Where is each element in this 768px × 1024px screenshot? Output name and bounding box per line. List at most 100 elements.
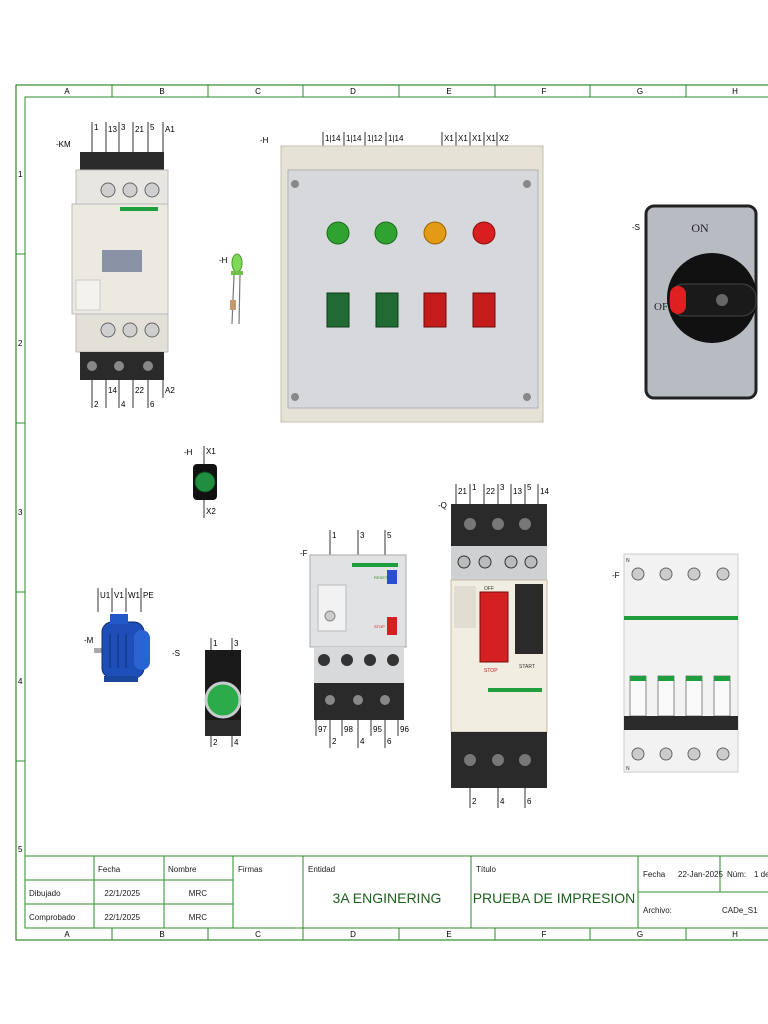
component-tag: -S	[172, 649, 180, 658]
component-tag: -F	[300, 549, 308, 558]
terminal-label: 2	[94, 400, 99, 409]
col-label: H	[732, 87, 738, 96]
terminal-label: 1|14	[325, 134, 341, 143]
terminal-label: 1	[213, 639, 218, 648]
col-label: F	[542, 87, 547, 96]
row-label: 4	[18, 677, 23, 686]
terminal-label: 1|14	[388, 134, 404, 143]
fecha-value: 22-Jan-2025	[678, 870, 723, 879]
comprobado-fecha: 22/1/2025	[104, 913, 140, 922]
header-fecha: Fecha	[98, 865, 121, 874]
col-label: B	[159, 930, 164, 939]
selector-switch-s[interactable]: -S ON OFF	[632, 204, 758, 400]
dibujado-nombre: MRC	[189, 889, 207, 898]
terminal-label: 3	[234, 639, 239, 648]
stop-button[interactable]	[479, 591, 509, 663]
stop-label: STOP	[484, 668, 498, 674]
fecha-label: Fecha	[643, 870, 666, 879]
col-label: D	[350, 87, 356, 96]
terminal-label: 4	[121, 400, 126, 409]
terminal-label: 2	[213, 738, 218, 747]
row-ruler	[16, 253, 25, 762]
terminal-label: 95	[373, 725, 382, 734]
terminal-label: 13	[108, 125, 117, 134]
indicator-panel-h[interactable]: -H 1|14 1|14 1|12 1|14 X1 X1 X1 X1 X2	[260, 132, 544, 423]
row-label: 5	[18, 845, 23, 854]
terminal-label: 1|14	[346, 134, 362, 143]
terminal-label: 21	[458, 487, 467, 496]
green-button[interactable]	[375, 292, 399, 328]
circuit-breaker-f[interactable]: -F N N	[612, 553, 739, 773]
terminal-label: 4	[360, 737, 365, 746]
motor-m[interactable]: -M U1 V1 W1 PE	[84, 588, 154, 682]
component-tag: -H	[184, 448, 193, 457]
col-label: A	[64, 930, 70, 939]
column-ruler-top	[111, 85, 687, 97]
terminal-label: 97	[318, 725, 327, 734]
red-button[interactable]	[472, 292, 496, 328]
terminal-label: 1	[332, 531, 337, 540]
component-tag: -S	[632, 223, 640, 232]
start-button[interactable]	[515, 584, 543, 654]
col-label: D	[350, 930, 356, 939]
comprobado-nombre: MRC	[189, 913, 207, 922]
col-label: A	[64, 87, 70, 96]
archivo-label: Archivo:	[643, 906, 672, 915]
mcb-top-mark: N	[626, 558, 630, 564]
green-button[interactable]	[326, 292, 350, 328]
red-button[interactable]	[423, 292, 447, 328]
col-label: E	[446, 930, 451, 939]
col-label: C	[255, 930, 261, 939]
mcb-bottom-mark: N	[626, 766, 630, 772]
archivo-value: CADe_S1	[722, 906, 758, 915]
mcb-toggle[interactable]	[657, 675, 675, 717]
on-label: ON	[691, 221, 709, 235]
col-label: G	[637, 930, 643, 939]
terminal-label: 5	[150, 123, 155, 132]
terminal-label: V1	[114, 591, 124, 600]
col-label: F	[542, 930, 547, 939]
terminal-label: 13	[513, 487, 522, 496]
red-lamp	[472, 221, 496, 245]
col-label: G	[637, 87, 643, 96]
component-tag: -H	[260, 136, 269, 145]
amber-lamp	[423, 221, 447, 245]
green-lamp	[326, 221, 350, 245]
reset-button[interactable]	[387, 570, 397, 584]
terminal-label: 6	[150, 400, 155, 409]
row-label: 3	[18, 508, 23, 517]
terminal-label: X1	[206, 447, 216, 456]
terminal-label: X1	[486, 134, 496, 143]
header-nombre: Nombre	[168, 865, 197, 874]
mcb-toggle[interactable]	[685, 675, 703, 717]
contactor-km[interactable]: -KM 1 13 3 21 5 A1 2 14 4 22 6 A2	[56, 122, 175, 409]
terminal-label: X1	[472, 134, 482, 143]
terminal-label: X2	[206, 507, 216, 516]
terminal-label: U1	[100, 591, 111, 600]
start-label: START	[519, 664, 535, 670]
column-ruler-bottom	[111, 928, 687, 940]
component-tag: -M	[84, 636, 94, 645]
terminal-label: 98	[344, 725, 353, 734]
stop-button[interactable]	[387, 617, 397, 635]
stop-label: STOP	[374, 624, 385, 629]
col-label: C	[255, 87, 261, 96]
component-tag: -Q	[438, 501, 447, 510]
component-tag: -F	[612, 571, 620, 580]
pushbutton-s[interactable]: -S 1 3 2 4	[172, 638, 242, 747]
terminal-label: 2	[472, 797, 477, 806]
terminal-label: 14	[540, 487, 549, 496]
terminal-label: X1	[444, 134, 454, 143]
terminal-label: A1	[165, 125, 175, 134]
thermal-relay-f[interactable]: -F 1 3 5 97 2 98 4 95 6 96 RESET STOP	[300, 530, 409, 748]
led-h[interactable]: -H	[219, 253, 243, 325]
mcb-toggle[interactable]	[713, 675, 731, 717]
reset-label: RESET	[374, 575, 388, 580]
green-lamp	[374, 221, 398, 245]
pilot-light-h[interactable]: -H X1 X2	[184, 446, 217, 518]
num-value: 1 de	[754, 870, 768, 879]
mcb-toggle[interactable]	[629, 675, 647, 717]
terminal-label: 3	[500, 483, 505, 492]
row-label: 2	[18, 339, 23, 348]
motor-breaker-q[interactable]: -Q 21 1 22 3 13 5 14 2 4 6 OFF STOP STAR…	[438, 483, 549, 808]
